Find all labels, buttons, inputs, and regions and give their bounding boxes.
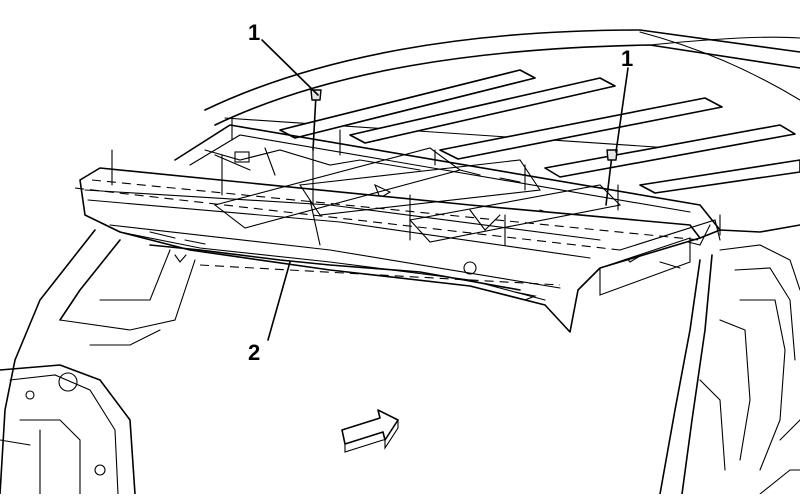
fastener-pins [111, 89, 721, 296]
callout-fastener-label-right: 1 [621, 46, 633, 71]
right-body-side [659, 224, 800, 495]
callout-fastener-label-left: 1 [248, 20, 260, 45]
callout-spoiler-label: 2 [248, 340, 260, 365]
callout-leaders [261, 39, 629, 341]
alignment-lines [74, 179, 701, 286]
forward-arrow-icon [341, 409, 399, 453]
roof-rails [279, 69, 800, 194]
rear-spoiler [79, 167, 701, 333]
liftgate-opening [0, 229, 196, 495]
